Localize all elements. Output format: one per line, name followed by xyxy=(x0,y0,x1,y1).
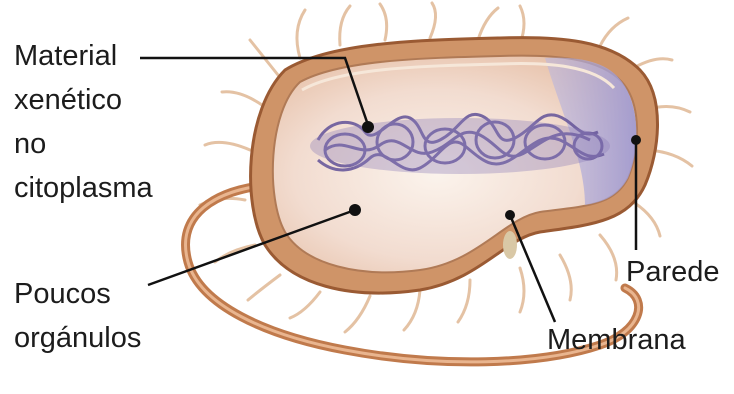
label-wall: Parede xyxy=(626,250,720,294)
label-genetic-material: Material xenético no citoplasma xyxy=(14,34,153,210)
dna-fill xyxy=(310,118,610,174)
label-genetic-material-line-2: xenético xyxy=(14,78,153,122)
label-genetic-material-line-4: citoplasma xyxy=(14,166,153,210)
label-organelles-line-1: Poucos xyxy=(14,272,141,316)
label-organelles-line-2: orgánulos xyxy=(14,316,141,360)
label-organelles: Poucos orgánulos xyxy=(14,272,141,360)
label-genetic-material-line-3: no xyxy=(14,122,153,166)
label-membrane: Membrana xyxy=(547,318,686,362)
label-genetic-material-line-1: Material xyxy=(14,34,153,78)
inclusion-body xyxy=(503,231,517,259)
